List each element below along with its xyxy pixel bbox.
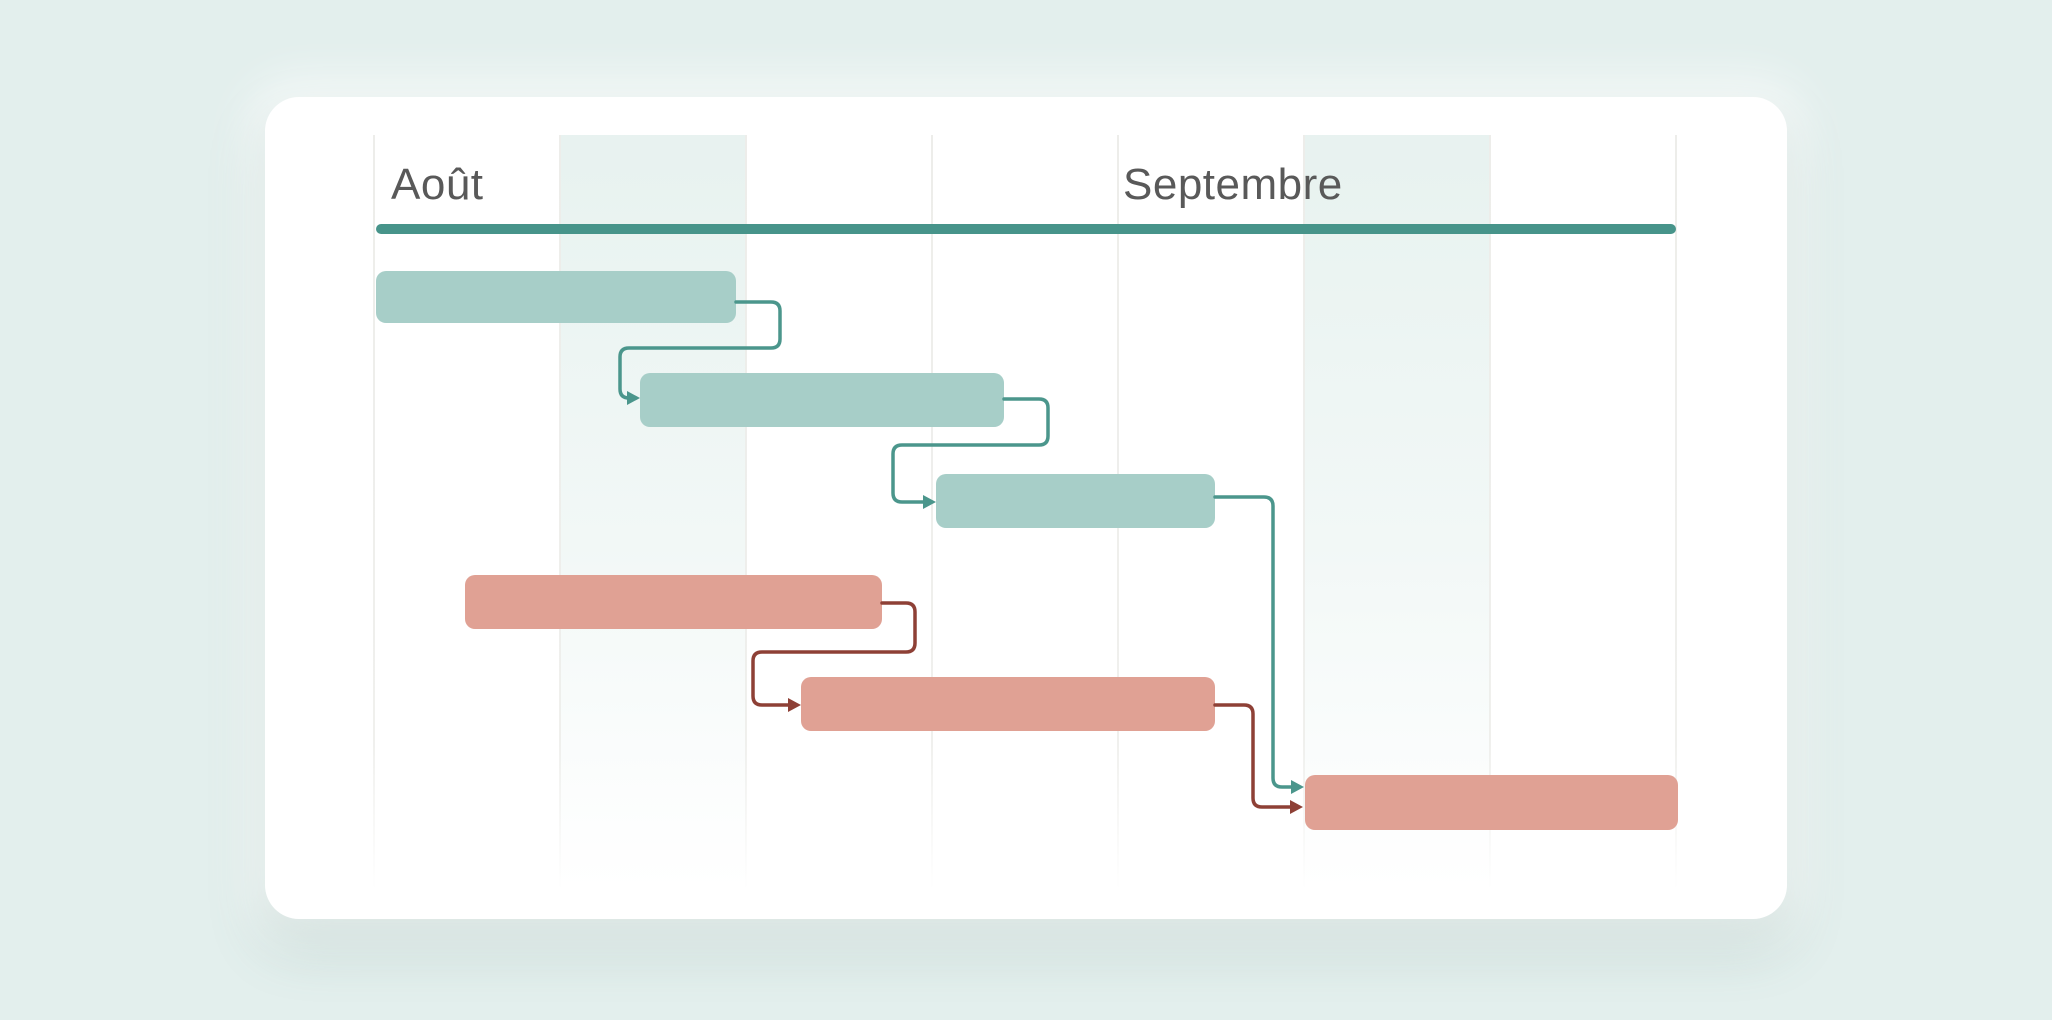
dependency-link-task-5-task-6: [1213, 703, 1294, 809]
task-bar-salmon-6[interactable]: [1305, 775, 1678, 830]
grid-line-3: [745, 135, 747, 890]
dependency-arrowhead-icon: [627, 391, 640, 405]
grid-line-2: [559, 135, 561, 890]
timeline-bar: [376, 224, 1676, 234]
month-label-september: Septembre: [1123, 160, 1343, 209]
grid-line-4: [931, 135, 933, 890]
grid-line-7: [1489, 135, 1491, 890]
dependency-arrowhead-icon: [1291, 780, 1304, 794]
dependency-link-task-3-task-6: [1213, 495, 1295, 789]
task-bar-teal-2[interactable]: [640, 373, 1004, 427]
grid-line-8: [1675, 135, 1677, 890]
month-label-august: Août: [391, 160, 484, 209]
task-bar-teal-3[interactable]: [936, 474, 1215, 528]
dependency-link-task-2-task-3: [891, 397, 1050, 504]
dependency-link-task-1-task-2: [618, 300, 782, 400]
grid-line-1: [373, 135, 375, 890]
dependency-arrowhead-icon: [923, 495, 936, 509]
grid-line-6: [1303, 135, 1305, 890]
dependency-arrowhead-icon: [788, 698, 801, 712]
month-column-band-2: [1304, 135, 1490, 890]
dependency-arrowhead-icon: [1290, 800, 1303, 814]
task-bar-salmon-4[interactable]: [465, 575, 882, 629]
task-bar-teal-1[interactable]: [376, 271, 736, 323]
month-column-band-1: [560, 135, 746, 890]
dependency-link-task-4-task-5: [751, 601, 917, 707]
task-bar-salmon-5[interactable]: [801, 677, 1215, 731]
